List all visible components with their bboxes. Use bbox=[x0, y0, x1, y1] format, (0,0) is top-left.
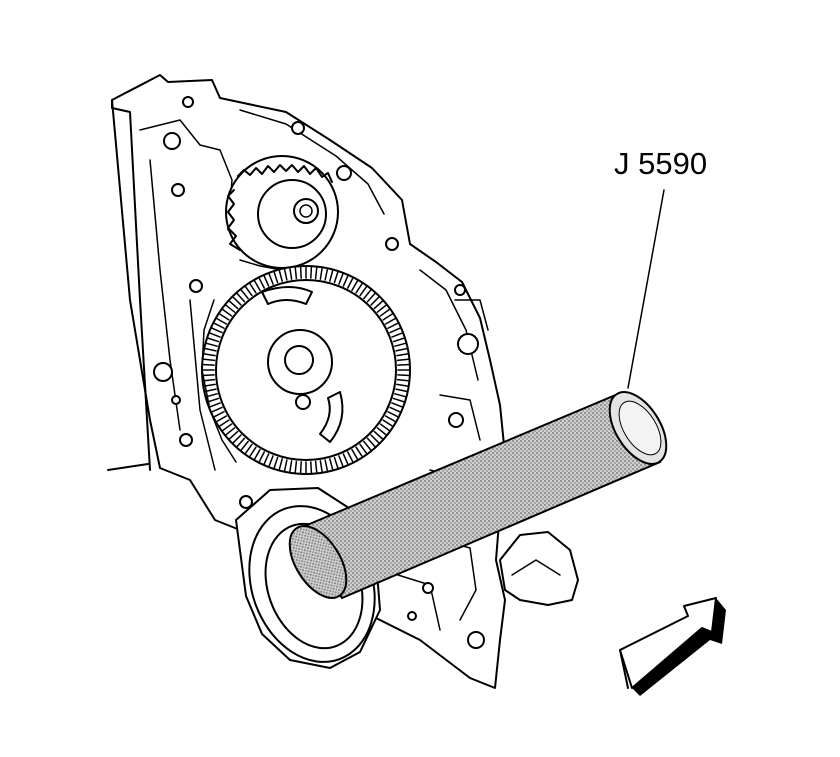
tool-label: J 5590 bbox=[614, 146, 708, 181]
crankshaft-gear bbox=[225, 155, 339, 271]
tool-j5590 bbox=[288, 391, 668, 600]
callout-leader-line bbox=[627, 189, 665, 389]
pump-housing bbox=[499, 531, 579, 606]
direction-arrow-icon bbox=[619, 597, 726, 696]
camshaft-gear bbox=[201, 265, 411, 475]
bolt-holes bbox=[153, 96, 485, 649]
